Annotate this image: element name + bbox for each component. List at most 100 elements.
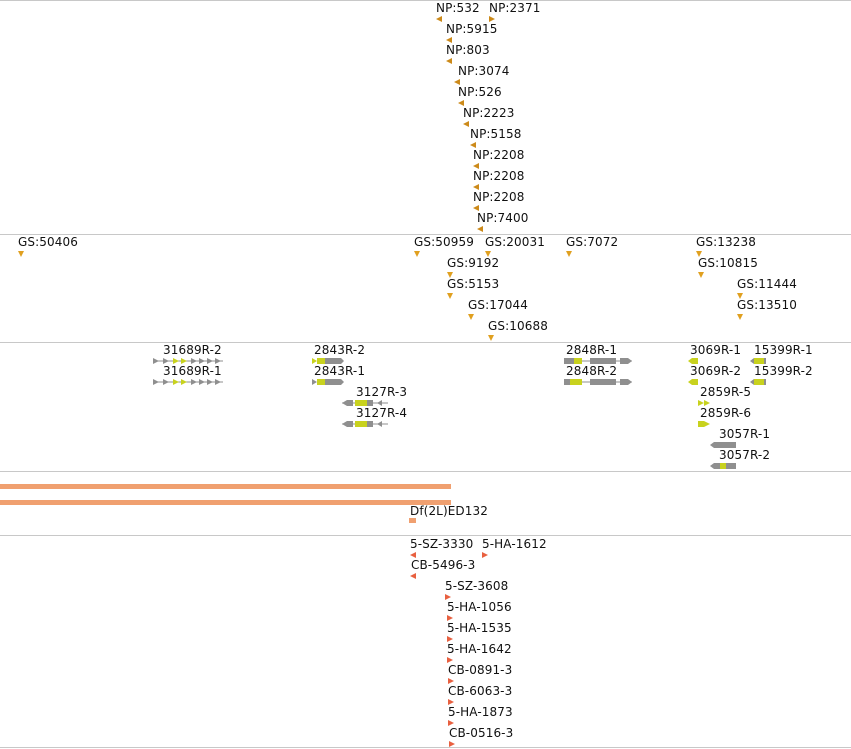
track-separator-top <box>0 0 851 1</box>
transcript-label: 2848R-2 <box>566 364 618 378</box>
transcript-glyph <box>312 379 344 385</box>
feature-label: GS:13510 <box>737 298 797 312</box>
gs-track: GS:50406 GS:50959 GS:20031 GS:7072 GS:13… <box>0 235 851 342</box>
feature-label: CB-5496-3 <box>411 558 476 572</box>
transcript-glyph <box>564 379 632 385</box>
deficiency-bar <box>0 484 451 489</box>
feature-label: GS:50959 <box>414 235 474 249</box>
feature-label: GS:5153 <box>447 277 500 291</box>
down-triangle-icon <box>488 335 494 341</box>
right-triangle-icon <box>448 720 454 726</box>
feature-label: NP:2208 <box>473 190 525 204</box>
track-separator <box>0 342 851 343</box>
left-triangle-icon <box>436 16 442 22</box>
left-triangle-icon <box>473 205 479 211</box>
transcript-glyph <box>710 442 736 448</box>
transcript-label: 3057R-1 <box>719 427 771 441</box>
transcript-glyph <box>710 463 736 469</box>
down-triangle-icon <box>414 251 420 257</box>
left-triangle-icon <box>454 79 460 85</box>
right-triangle-icon <box>482 552 488 558</box>
transcript-label: 15399R-2 <box>754 364 813 378</box>
feature-label: GS:10815 <box>698 256 758 270</box>
transcript-label: 3069R-2 <box>690 364 742 378</box>
left-triangle-icon <box>473 163 479 169</box>
down-triangle-icon <box>447 272 453 278</box>
insertion-track: 5-SZ-3330 5-HA-1612 CB-5496-3 5-SZ-3608 … <box>0 536 851 747</box>
left-triangle-icon <box>473 184 479 190</box>
feature-label: NP:2208 <box>473 169 525 183</box>
transcript-label: 15399R-1 <box>754 343 813 357</box>
feature-label: GS:9192 <box>447 256 500 270</box>
feature-label: GS:13238 <box>696 235 756 249</box>
gene-model-track: 31689R-2 31689R-1 2843R-2 <box>0 343 851 471</box>
transcript-label: 3127R-4 <box>356 406 408 420</box>
feature-label: NP:526 <box>458 85 502 99</box>
feature-label: NP:5158 <box>470 127 522 141</box>
feature-label: CB-6063-3 <box>448 684 513 698</box>
transcript-label: 31689R-1 <box>163 364 222 378</box>
right-triangle-icon <box>445 594 451 600</box>
deficiency-bar <box>409 518 416 523</box>
transcript-glyph <box>698 400 710 406</box>
transcript-glyph <box>153 358 223 364</box>
right-triangle-icon <box>447 615 453 621</box>
feature-label: GS:10688 <box>488 319 548 333</box>
left-triangle-icon <box>463 121 469 127</box>
left-triangle-icon <box>477 226 483 232</box>
transcript-label: 3127R-3 <box>356 385 408 399</box>
feature-label: 5-HA-1612 <box>482 537 547 551</box>
feature-label: GS:11444 <box>737 277 797 291</box>
feature-label: NP:532 <box>436 1 480 15</box>
feature-label: 5-SZ-3330 <box>410 537 474 551</box>
down-triangle-icon <box>485 251 491 257</box>
right-triangle-icon <box>449 741 455 747</box>
transcript-glyph <box>153 379 223 385</box>
feature-label: NP:5915 <box>446 22 498 36</box>
right-triangle-icon <box>448 699 454 705</box>
feature-label: NP:2208 <box>473 148 525 162</box>
transcript-glyph <box>688 379 698 385</box>
feature-label: NP:803 <box>446 43 490 57</box>
transcript-label: 2859R-6 <box>700 406 752 420</box>
feature-label: NP:7400 <box>477 211 529 225</box>
deficiency-bar <box>0 500 451 505</box>
left-triangle-icon <box>446 37 452 43</box>
feature-label: GS:7072 <box>566 235 619 249</box>
feature-label: NP:2223 <box>463 106 515 120</box>
feature-label: GS:50406 <box>18 235 78 249</box>
transcript-glyph <box>342 400 388 406</box>
feature-label: CB-0516-3 <box>449 726 514 740</box>
feature-label: CB-0891-3 <box>448 663 513 677</box>
left-triangle-icon <box>470 142 476 148</box>
transcript-label: 2843R-1 <box>314 364 366 378</box>
down-triangle-icon <box>566 251 572 257</box>
np-track: NP:532 NP:2371 NP:5915 NP:803 NP:3074 NP… <box>0 0 851 234</box>
track-separator <box>0 535 851 536</box>
feature-label: 5-HA-1535 <box>447 621 512 635</box>
transcript-glyph <box>312 358 344 364</box>
transcript-glyph <box>750 358 766 364</box>
feature-label: 5-HA-1642 <box>447 642 512 656</box>
feature-label: 5-HA-1873 <box>448 705 513 719</box>
down-triangle-icon <box>696 251 702 257</box>
feature-label: GS:17044 <box>468 298 528 312</box>
right-triangle-icon <box>448 678 454 684</box>
feature-label: NP:2371 <box>489 1 541 15</box>
transcript-label: 2843R-2 <box>314 343 366 357</box>
transcript-label: 31689R-2 <box>163 343 222 357</box>
feature-label: Df(2L)ED132 <box>410 504 488 518</box>
transcript-glyph <box>750 379 766 385</box>
right-triangle-icon <box>447 636 453 642</box>
transcript-label: 3057R-2 <box>719 448 771 462</box>
transcript-label: 2848R-1 <box>566 343 618 357</box>
track-separator-bottom <box>0 747 851 748</box>
feature-label: NP:3074 <box>458 64 510 78</box>
down-triangle-icon <box>447 293 453 299</box>
left-triangle-icon <box>410 552 416 558</box>
right-triangle-icon <box>489 16 495 22</box>
feature-label: 5-SZ-3608 <box>445 579 509 593</box>
left-triangle-icon <box>446 58 452 64</box>
right-triangle-icon <box>447 657 453 663</box>
down-triangle-icon <box>18 251 24 257</box>
